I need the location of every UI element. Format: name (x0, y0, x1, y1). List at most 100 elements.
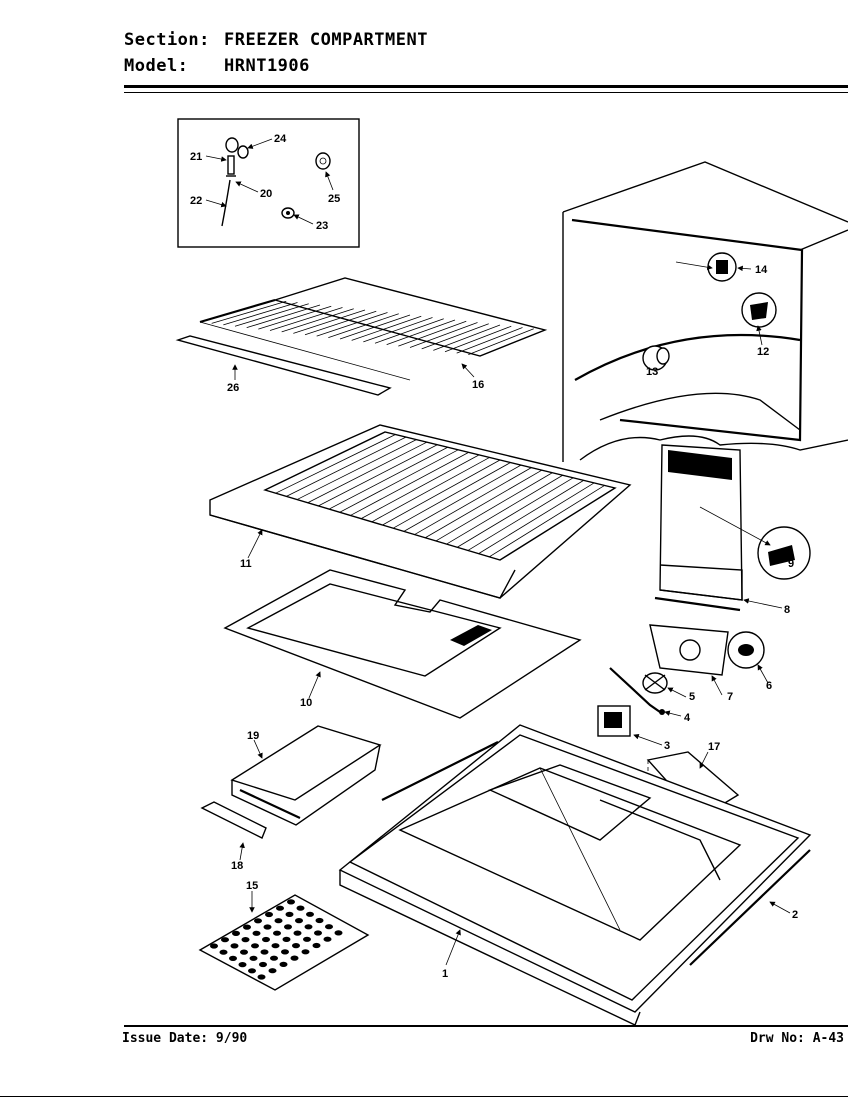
shelf-slat (457, 477, 574, 548)
inset-parts-box (177, 118, 360, 248)
ice-cube-cell (251, 943, 259, 949)
callout-5: 5 (689, 691, 695, 703)
tube-icon (221, 179, 231, 227)
ice-cube-cell (276, 905, 284, 911)
shelf-slat (264, 431, 386, 491)
shelf-slat (467, 480, 584, 551)
ice-cube-cell (325, 924, 333, 930)
shelf-slat (382, 459, 501, 526)
freezer-shelf-icon (209, 424, 632, 599)
ice-tray-icon (198, 894, 370, 991)
callout-20: 20 (260, 188, 272, 200)
shelf-slat (489, 485, 605, 558)
shelf-slat (286, 436, 407, 497)
callout-18: 18 (231, 860, 243, 872)
shelf-slat (360, 454, 480, 519)
section-label: Section: (124, 30, 210, 50)
callout-8: 8 (784, 604, 790, 616)
shelf-slat (350, 452, 469, 516)
ice-cube-cell (262, 936, 270, 943)
shelf-slat (392, 462, 511, 529)
ice-cube-cell (249, 955, 258, 961)
ice-cube-cell (240, 949, 248, 955)
shelf-wire (199, 299, 276, 323)
ice-cube-cell (304, 924, 313, 930)
callout-12: 12 (757, 346, 769, 358)
grommet-icon (727, 631, 765, 669)
footer-rule (124, 1025, 848, 1027)
shelf-slat (425, 469, 543, 539)
ice-cube-cell (257, 974, 266, 980)
ice-cube-cell (259, 961, 267, 968)
shelf-slat (318, 444, 438, 507)
callout-14: 14 (755, 264, 768, 276)
ice-cube-cell (279, 961, 288, 968)
ice-cube-cell (274, 918, 283, 924)
trim-strip-icon (381, 741, 811, 966)
callout-23: 23 (316, 220, 328, 232)
thermostat-icon (707, 252, 737, 282)
ice-cube-cell (292, 943, 300, 949)
callout-9: 9 (788, 558, 794, 570)
motor-bracket-icon (609, 667, 665, 715)
evaporator-cover-icon (223, 569, 582, 719)
callout-25: 25 (328, 193, 340, 205)
ice-cube-cell (323, 936, 332, 942)
shelf-rail-icon (175, 335, 392, 396)
shelf-wire (304, 310, 377, 336)
shelf-wire (386, 319, 456, 346)
callout-19: 19 (247, 730, 259, 742)
page-bottom-rule (0, 1096, 848, 1097)
shelf-wire (211, 300, 287, 324)
callout-11: 11 (240, 558, 252, 570)
ice-cube-cell (273, 930, 281, 936)
callout-16: 16 (472, 379, 484, 391)
ice-cube-cell (295, 918, 303, 924)
section-value: FREEZER COMPARTMENT (224, 30, 428, 50)
ice-cube-cell (221, 937, 229, 943)
ice-cube-cell (312, 942, 321, 949)
fan-blade-icon (642, 672, 668, 694)
leader-lines (205, 138, 791, 966)
cap-icon (315, 152, 331, 170)
shelf-slat (371, 457, 490, 523)
ice-cube-cell (230, 943, 239, 949)
shelf-wire (339, 314, 411, 340)
ice-cube-cell (270, 955, 278, 961)
knob-icon (225, 137, 249, 159)
shelf-wire (223, 302, 298, 326)
ice-cube-cell (268, 968, 277, 974)
callout-3: 3 (664, 740, 670, 752)
callout-6: 6 (766, 680, 772, 692)
shelf-wire (468, 328, 534, 355)
callout-4: 4 (684, 712, 691, 724)
callout-17: 17 (708, 741, 720, 753)
ice-bin-icon (230, 725, 382, 826)
shelf-wire (444, 325, 512, 353)
shelf-slat (414, 467, 532, 535)
nut-icon (281, 207, 295, 219)
shelf-slat (403, 464, 522, 532)
ice-cube-cell (281, 949, 289, 955)
shelf-wire (456, 327, 523, 354)
ice-cube-cell (232, 930, 240, 937)
shelf-wire (433, 324, 501, 351)
shelf-slat (328, 446, 448, 510)
ice-cube-cell (296, 905, 305, 911)
freezer-cabinet-icon (562, 161, 848, 462)
model-value: HRNT1906 (224, 56, 310, 76)
ice-cube-cell (248, 968, 256, 974)
callout-10: 10 (300, 697, 312, 709)
callout-1: 1 (442, 968, 448, 980)
ice-cube-cell (271, 943, 280, 949)
shelf-wire (246, 304, 321, 329)
liner-pan-icon (338, 724, 812, 1026)
ice-cube-cell (314, 930, 322, 936)
ice-cube-cell (287, 899, 295, 905)
ice-cube-cell (263, 924, 272, 930)
shelf-wire (281, 308, 354, 333)
ice-cube-cell (290, 955, 299, 961)
shelf-wire (363, 317, 433, 343)
shelf-slat (307, 441, 427, 504)
